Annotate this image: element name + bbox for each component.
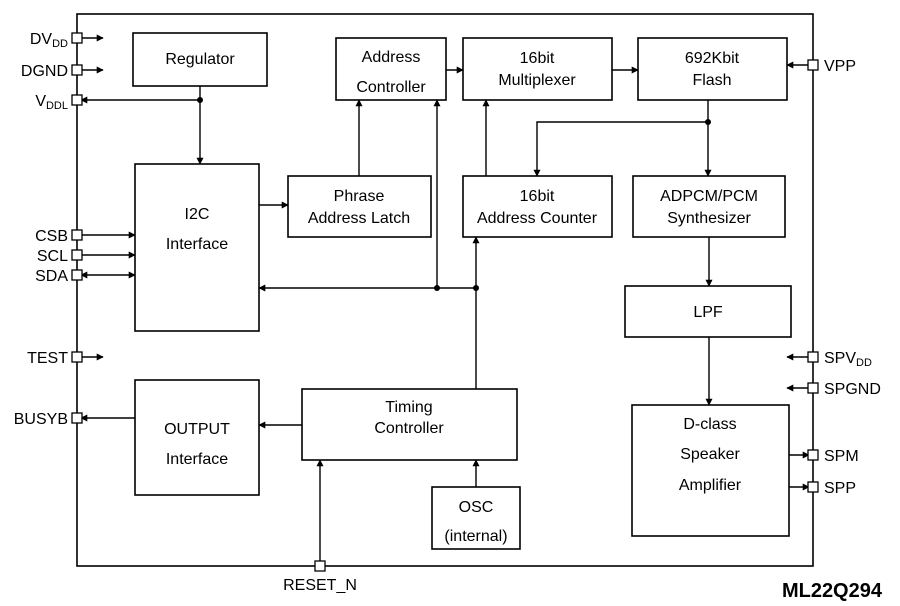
- pad-spm: [807, 449, 819, 461]
- output-interface-label-2: Interface: [166, 451, 228, 468]
- timing-controller-label-2: Controller: [374, 420, 444, 437]
- timing-controller-label-1: Timing: [385, 399, 432, 416]
- pin-labels: DVDD DGND VDDL CSB SCL SDA TEST BUSYB RE…: [14, 31, 881, 594]
- flash-to-counter: [533, 121, 708, 177]
- pin-label-busyb: BUSYB: [14, 411, 68, 428]
- pad-csb: [71, 229, 83, 241]
- pad-vpp: [807, 59, 819, 71]
- phrase-address-latch-label-2: Address Latch: [308, 210, 410, 227]
- phrase-address-latch-block: Phrase Address Latch: [287, 175, 432, 238]
- osc-label-2: (internal): [444, 528, 507, 545]
- regulator-label: Regulator: [165, 51, 235, 68]
- multiplexer-label-2: Multiplexer: [498, 72, 576, 89]
- timing-controller-block: Timing Controller: [301, 388, 518, 461]
- address-counter-label-2: Address Counter: [477, 210, 598, 227]
- speaker-amplifier-label-1: D-class: [683, 416, 736, 433]
- pin-label-spp: SPP: [824, 480, 856, 497]
- pad-dgnd: [71, 64, 83, 76]
- i2c-interface-label-2: Interface: [166, 236, 228, 253]
- pin-label-vpp: VPP: [824, 58, 856, 75]
- osc-block: OSC (internal): [431, 486, 521, 550]
- pad-spvdd: [807, 351, 819, 363]
- output-interface-label-1: OUTPUT: [164, 421, 230, 438]
- pad-dvdd: [71, 32, 83, 44]
- chip-outline: [76, 13, 814, 567]
- i2c-interface-label-1: I2C: [185, 206, 210, 223]
- speaker-amplifier-label-2: Speaker: [680, 446, 740, 463]
- synthesizer-label-2: Synthesizer: [667, 210, 751, 227]
- address-controller-label-2: Controller: [356, 79, 426, 96]
- pin-label-test: TEST: [27, 350, 68, 367]
- address-counter-block: 16bit Address Counter: [462, 175, 613, 238]
- junction-vddl: [197, 97, 203, 103]
- flash-label-1: 692Kbit: [685, 50, 740, 67]
- flash-label-2: Flash: [692, 72, 731, 89]
- pin-label-sda: SDA: [35, 268, 68, 285]
- pin-label-csb: CSB: [35, 228, 68, 245]
- flash-block: 692Kbit Flash: [637, 37, 788, 101]
- osc-label-1: OSC: [459, 499, 494, 516]
- pin-label-dgnd: DGND: [21, 63, 68, 80]
- multiplexer-block: 16bit Multiplexer: [462, 37, 613, 101]
- junction-flash: [705, 119, 711, 125]
- synthesizer-block: ADPCM/PCM Synthesizer: [632, 175, 786, 238]
- pad-test: [71, 351, 83, 363]
- speaker-amplifier-label-3: Amplifier: [679, 477, 742, 494]
- multiplexer-label-1: 16bit: [520, 50, 555, 67]
- i2c-interface-block: I2C Interface: [134, 163, 260, 332]
- pad-spp: [807, 481, 819, 493]
- phrase-address-latch-label-1: Phrase: [334, 188, 385, 205]
- synthesizer-label-1: ADPCM/PCM: [660, 188, 758, 205]
- pad-scl: [71, 249, 83, 261]
- address-counter-label-1: 16bit: [520, 188, 555, 205]
- pin-label-spgnd: SPGND: [824, 381, 881, 398]
- pad-spgnd: [807, 382, 819, 394]
- chip-name: ML22Q294: [782, 580, 883, 602]
- output-interface-block: OUTPUT Interface: [134, 379, 260, 496]
- pad-vddl: [71, 94, 83, 106]
- pin-label-vddl: VDDL: [35, 93, 68, 112]
- address-controller-label-1: Address: [362, 49, 421, 66]
- regulator-block: Regulator: [132, 32, 268, 87]
- pin-label-spm: SPM: [824, 448, 859, 465]
- pin-label-spvdd: SPVDD: [824, 350, 872, 369]
- pad-busyb: [71, 412, 83, 424]
- pin-pads: [71, 32, 819, 572]
- pin-label-reset-n: RESET_N: [283, 577, 357, 594]
- connections: [80, 34, 810, 561]
- lpf-label: LPF: [693, 304, 723, 321]
- speaker-amplifier-block: D-class Speaker Amplifier: [631, 404, 790, 537]
- address-controller-block: Address Controller: [335, 37, 447, 101]
- pin-label-scl: SCL: [37, 248, 68, 265]
- pad-sda: [71, 269, 83, 281]
- pad-reset-n: [314, 560, 326, 572]
- pin-label-dvdd: DVDD: [30, 31, 68, 50]
- junction-bus-1: [434, 285, 440, 291]
- lpf-block: LPF: [624, 285, 792, 338]
